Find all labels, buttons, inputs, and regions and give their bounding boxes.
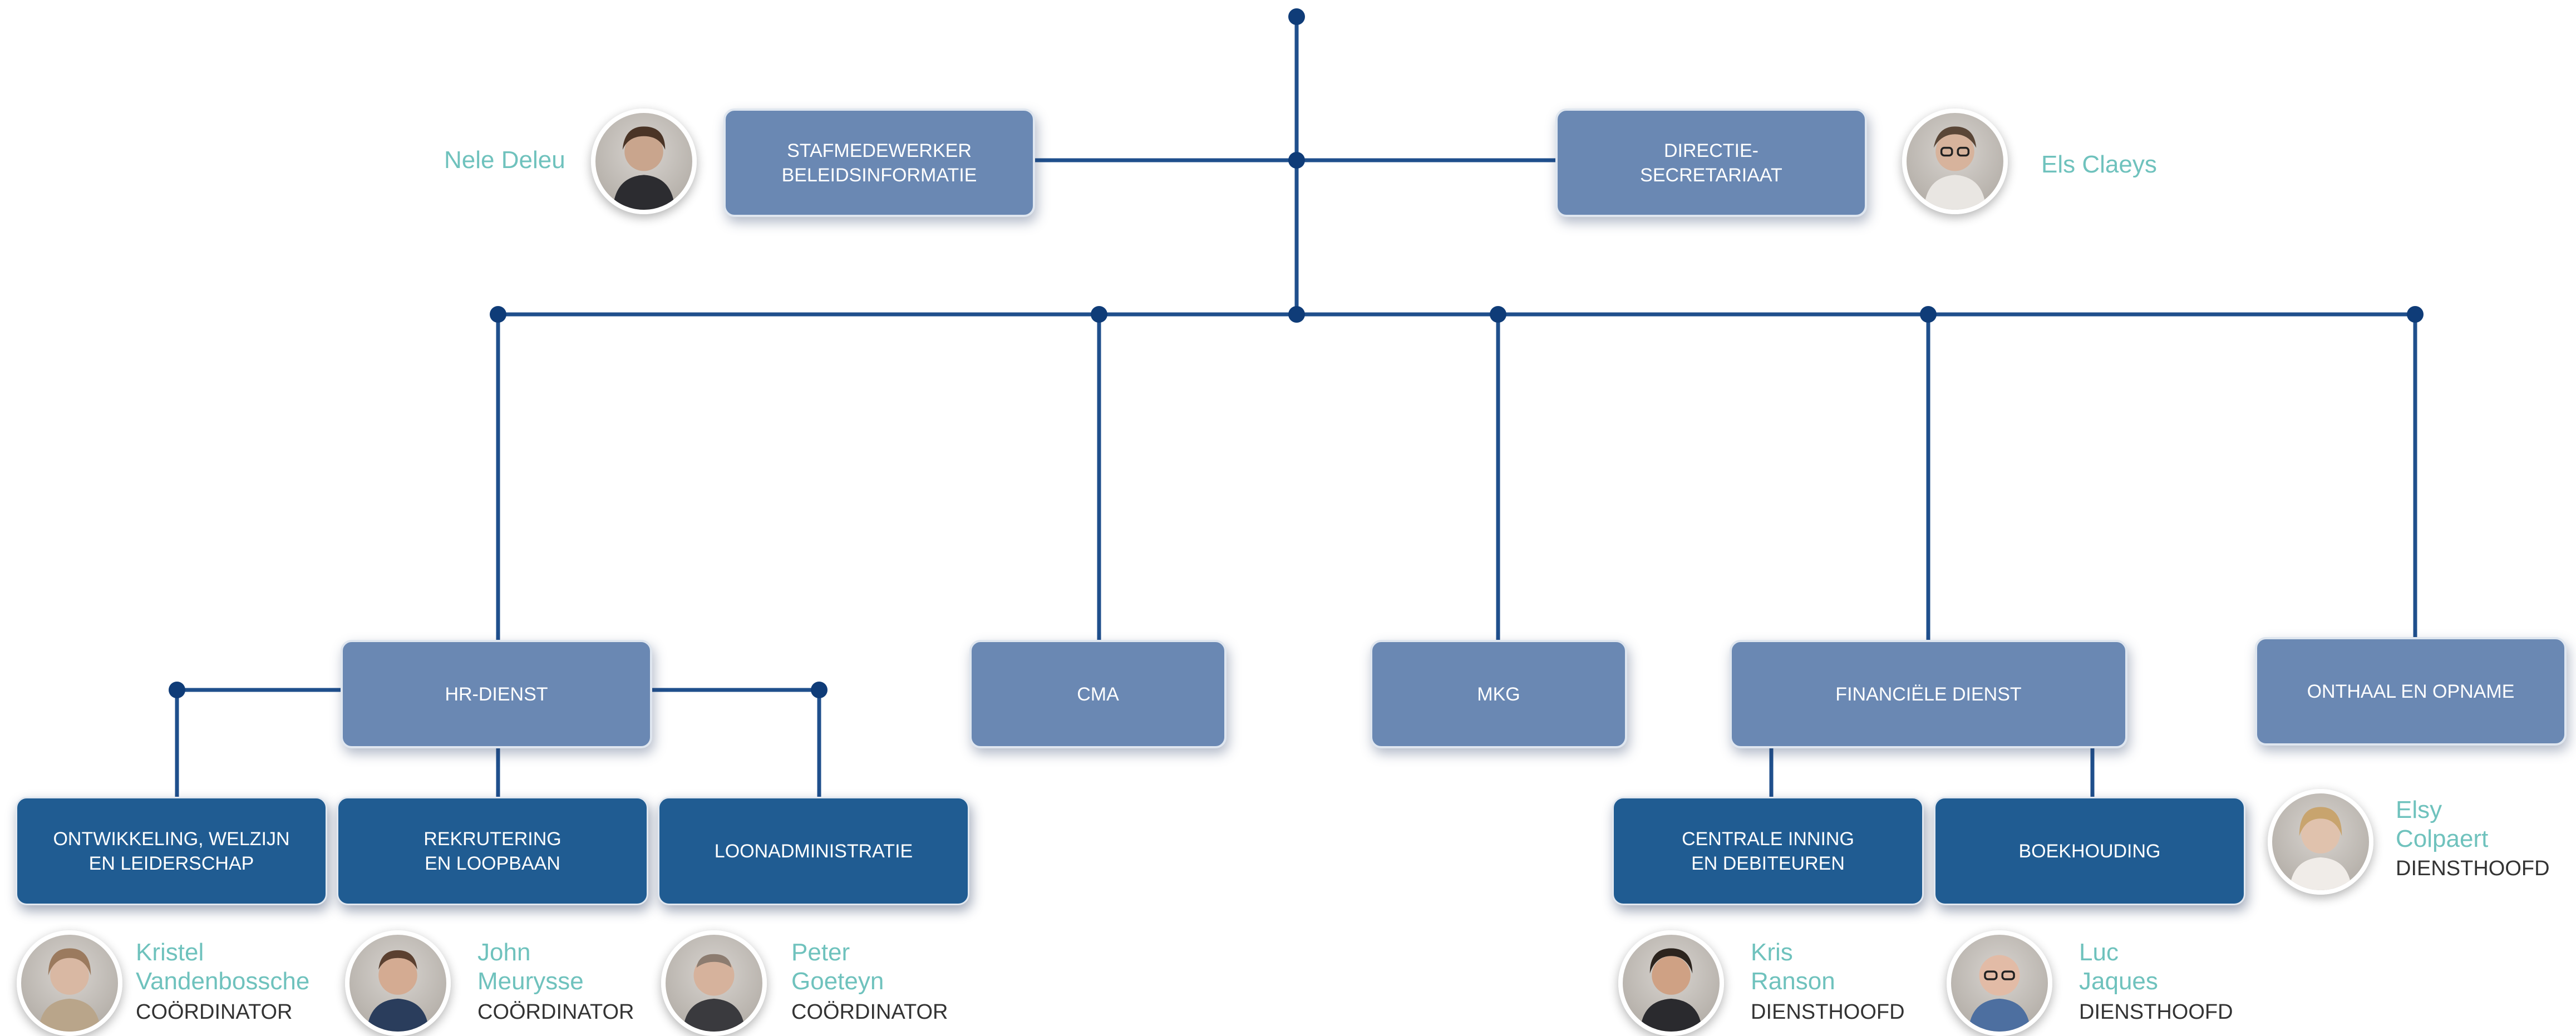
person-name-els: Els Claeys [2041, 151, 2157, 178]
person-avatar-icon [17, 930, 122, 1036]
person-name-kristel: Kristel Vandenbossche [136, 939, 310, 995]
rekrutering-box[interactable]: REKRUTERING EN LOOPBAAN [337, 797, 648, 905]
financiele-dienst-box[interactable]: FINANCIËLE DIENST [1730, 640, 2127, 748]
rekrutering-label: REKRUTERING EN LOOPBAAN [423, 828, 562, 874]
directie-box-label: DIRECTIE- SECRETARIAAT [1640, 140, 1782, 186]
person-role-elsy: DIENSTHOOFD [2396, 857, 2550, 880]
centrale-inning-box[interactable]: CENTRALE INNING EN DEBITEUREN [1612, 797, 1924, 905]
staff-box-label: STAFMEDEWERKER BELEIDSINFORMATIE [781, 140, 977, 186]
connector-dot [490, 306, 506, 323]
person-name-elsy: Elsy Colpaert [2396, 796, 2489, 852]
person-name-kris: Kris Ranson [1751, 939, 1835, 995]
centrale-inning-label: CENTRALE INNING EN DEBITEUREN [1682, 828, 1854, 874]
hr-dienst-label: HR-DIENST [445, 683, 548, 705]
person-avatar-icon [345, 930, 451, 1036]
connector-dot [811, 682, 828, 698]
person-avatar-icon [591, 108, 697, 214]
person-role-kris: DIENSTHOOFD [1751, 1000, 1905, 1024]
person-role-peter: COÖRDINATOR [791, 1000, 948, 1024]
loonadministratie-box[interactable]: LOONADMINISTRATIE [658, 797, 969, 905]
person-avatar-icon [1902, 108, 2008, 214]
onthaal-label: ONTHAAL EN OPNAME [2307, 680, 2515, 702]
onthaal-box[interactable]: ONTHAAL EN OPNAME [2255, 637, 2567, 746]
loonadministratie-label: LOONADMINISTRATIE [714, 840, 913, 862]
person-avatar-icon [2268, 789, 2373, 895]
connector-dot [1288, 306, 1305, 323]
connector-dot [1920, 306, 1937, 323]
person-role-luc: DIENSTHOOFD [2079, 1000, 2233, 1024]
person-name-nele: Nele Deleu [444, 146, 565, 174]
person-avatar-icon [1947, 930, 2052, 1036]
mkg-label: MKG [1477, 683, 1520, 705]
person-name-luc: Luc Jaques [2079, 939, 2158, 995]
connector-dot [1091, 306, 1107, 323]
financiele-dienst-label: FINANCIËLE DIENST [1835, 683, 2022, 705]
boekhouding-label: BOEKHOUDING [2018, 840, 2161, 862]
mkg-box[interactable]: MKG [1370, 640, 1627, 748]
directie-box[interactable]: DIRECTIE- SECRETARIAAT [1555, 108, 1867, 217]
ontwikkeling-box[interactable]: ONTWIKKELING, WELZIJN EN LEIDERSCHAP [16, 797, 327, 905]
connector-dot [1490, 306, 1506, 323]
person-avatar-icon [1618, 930, 1724, 1036]
ontwikkeling-label: ONTWIKKELING, WELZIJN EN LEIDERSCHAP [53, 828, 290, 874]
connector-dot [2407, 306, 2424, 323]
person-name-peter: Peter Goeteyn [791, 939, 884, 995]
person-role-john: COÖRDINATOR [477, 1000, 634, 1024]
connector-dot [169, 682, 185, 698]
person-role-kristel: COÖRDINATOR [136, 1000, 293, 1024]
hr-dienst-box[interactable]: HR-DIENST [341, 640, 652, 748]
boekhouding-box[interactable]: BOEKHOUDING [1934, 797, 2245, 905]
staff-box[interactable]: STAFMEDEWERKER BELEIDSINFORMATIE [723, 108, 1035, 217]
cma-box[interactable]: CMA [969, 640, 1227, 748]
cma-label: CMA [1077, 683, 1119, 705]
person-avatar-icon [661, 930, 767, 1036]
connector-dot [1288, 8, 1305, 25]
connector-dot [1288, 152, 1305, 169]
person-name-john: John Meurysse [477, 939, 584, 995]
